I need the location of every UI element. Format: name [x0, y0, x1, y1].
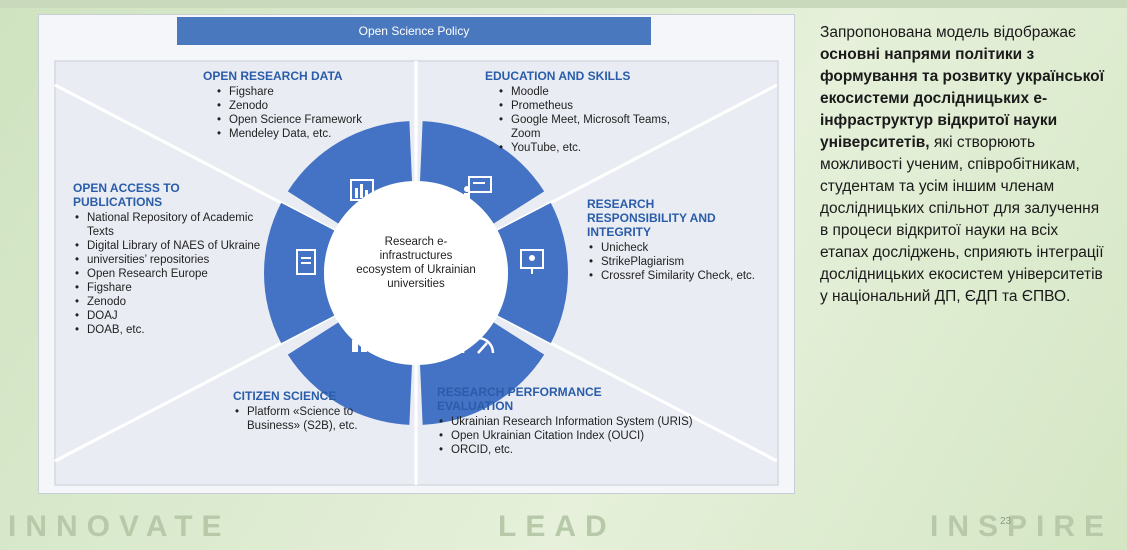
ring-segment	[287, 121, 412, 224]
list-item: Figshare	[217, 85, 403, 99]
list-item: Zenodo	[75, 295, 263, 309]
list-item: YouTube, etc.	[499, 141, 685, 155]
research-performance-list: Ukrainian Research Information System (U…	[437, 415, 727, 457]
list-item: Google Meet, Microsoft Teams, Zoom	[499, 113, 685, 141]
gauge-icon	[461, 336, 495, 354]
open-research-data-title: OPEN RESEARCH DATA	[203, 69, 343, 83]
list-item: Open Ukrainian Citation Index (OUCI)	[439, 429, 727, 443]
citizen-science-list: Platform «Science to Business» (S2B), et…	[233, 405, 403, 433]
document-icon	[296, 249, 316, 275]
policy-title-bar: Open Science Policy	[177, 17, 651, 45]
description-text: Запропонована модель відображає основні …	[820, 22, 1110, 308]
list-item: Unicheck	[589, 241, 757, 255]
list-item: DOAB, etc.	[75, 323, 263, 337]
ring-segment	[287, 322, 412, 425]
description-intro: Запропонована модель відображає	[820, 24, 1076, 41]
list-item: Open Science Framework	[217, 113, 403, 127]
list-item: Mendeley Data, etc.	[217, 127, 403, 141]
list-item: Prometheus	[499, 99, 685, 113]
ring-segment	[420, 121, 545, 224]
center-label: Research e-infrastructures ecosystem of …	[356, 236, 476, 290]
research-integrity-title: RESEARCH RESPONSIBILITY AND INTEGRITY	[587, 197, 716, 239]
footer-innovate: INNOVATE	[8, 510, 231, 543]
research-performance-title: RESEARCH PERFORMANCE EVALUATION	[437, 385, 602, 413]
citizen-science-block: CITIZEN SCIENCE Platform «Science to Bus…	[233, 389, 403, 433]
list-item: Ukrainian Research Information System (U…	[439, 415, 727, 429]
list-item: Zenodo	[217, 99, 403, 113]
list-item: Moodle	[499, 85, 685, 99]
footer-lead: LEAD	[498, 510, 616, 543]
top-bar	[0, 0, 1127, 8]
presentation-icon	[464, 176, 492, 203]
open-science-diagram: Open Science Policy OPEN RESEARCH DATA F…	[38, 14, 795, 494]
center-circle	[324, 181, 508, 365]
education-skills-list: Moodle Prometheus Google Meet, Microsoft…	[485, 85, 685, 155]
research-integrity-list: Unicheck StrikePlagiarism Crossref Simil…	[587, 241, 757, 283]
description-rest: які створюють можливості ученим, співроб…	[820, 134, 1104, 305]
people-icon	[352, 333, 376, 352]
research-integrity-block: RESEARCH RESPONSIBILITY AND INTEGRITY Un…	[587, 197, 757, 283]
list-item: Platform «Science to Business» (S2B), et…	[235, 405, 403, 433]
list-item: Digital Library of NAES of Ukraine	[75, 239, 263, 253]
monitor-chat-icon	[520, 249, 544, 274]
education-skills-title: EDUCATION AND SKILLS	[485, 69, 631, 83]
open-access-list: National Repository of Academic Texts Di…	[73, 211, 263, 337]
list-item: DOAJ	[75, 309, 263, 323]
open-research-data-block: OPEN RESEARCH DATA Figshare Zenodo Open …	[203, 69, 403, 141]
description-bold: основні напрями політики з формування та…	[820, 46, 1104, 151]
list-item: StrikePlagiarism	[589, 255, 757, 269]
education-skills-block: EDUCATION AND SKILLS Moodle Prometheus G…	[485, 69, 685, 155]
bar-chart-icon	[350, 179, 374, 201]
open-research-data-list: Figshare Zenodo Open Science Framework M…	[203, 85, 403, 141]
footer-inspire: INSPIRE	[930, 510, 1114, 543]
list-item: ORCID, etc.	[439, 443, 727, 457]
open-access-title: OPEN ACCESS TO PUBLICATIONS	[73, 181, 180, 209]
list-item: Figshare	[75, 281, 263, 295]
ring-segment	[420, 322, 545, 425]
list-item: Open Research Europe	[75, 267, 263, 281]
research-performance-block: RESEARCH PERFORMANCE EVALUATION Ukrainia…	[437, 385, 727, 457]
citizen-science-title: CITIZEN SCIENCE	[233, 389, 337, 403]
page-number: 23	[1000, 516, 1012, 527]
list-item: National Repository of Academic Texts	[75, 211, 263, 239]
list-item: universities’ repositories	[75, 253, 263, 267]
list-item: Crossref Similarity Check, etc.	[589, 269, 757, 283]
open-access-block: OPEN ACCESS TO PUBLICATIONS National Rep…	[73, 181, 263, 337]
